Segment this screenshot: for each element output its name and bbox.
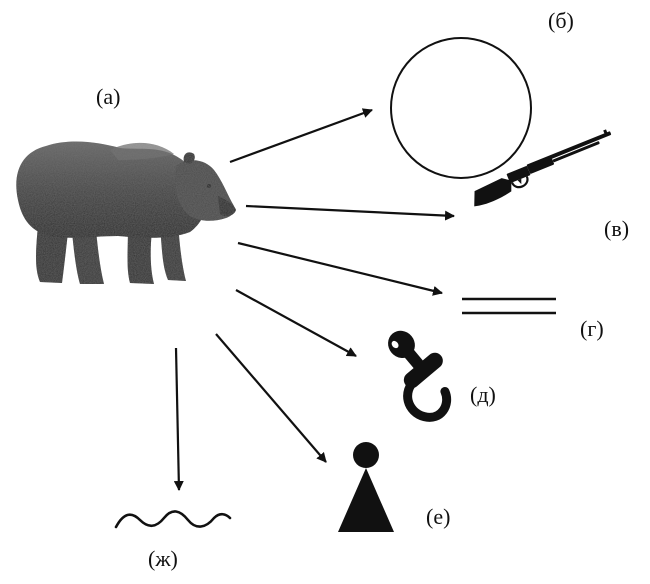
label-zh: (ж): [148, 546, 178, 571]
arrow-to-double-line: [237, 241, 443, 296]
arrow-to-rifle: [245, 204, 455, 221]
label-g: (г): [580, 316, 604, 341]
arrow-to-pacifier: [235, 289, 357, 357]
label-d: (д): [470, 382, 496, 407]
label-v: (в): [604, 216, 630, 241]
pacifier-icon: [388, 330, 452, 422]
wavy-line-symbol: [114, 510, 232, 529]
arrow-to-circle: [229, 108, 373, 164]
arrow-to-person-symbol: [215, 333, 327, 463]
arrow-to-wavy-line: [173, 347, 184, 491]
label-e: (е): [426, 504, 451, 529]
rifle-icon: [474, 129, 612, 207]
person-symbol: [338, 442, 394, 532]
label-b: (б): [548, 8, 574, 33]
label-a: (а): [96, 84, 121, 109]
circle-symbol: [390, 37, 532, 179]
arrows: [173, 108, 455, 491]
bear-image: [16, 141, 236, 284]
double-line-symbol: [462, 297, 556, 315]
